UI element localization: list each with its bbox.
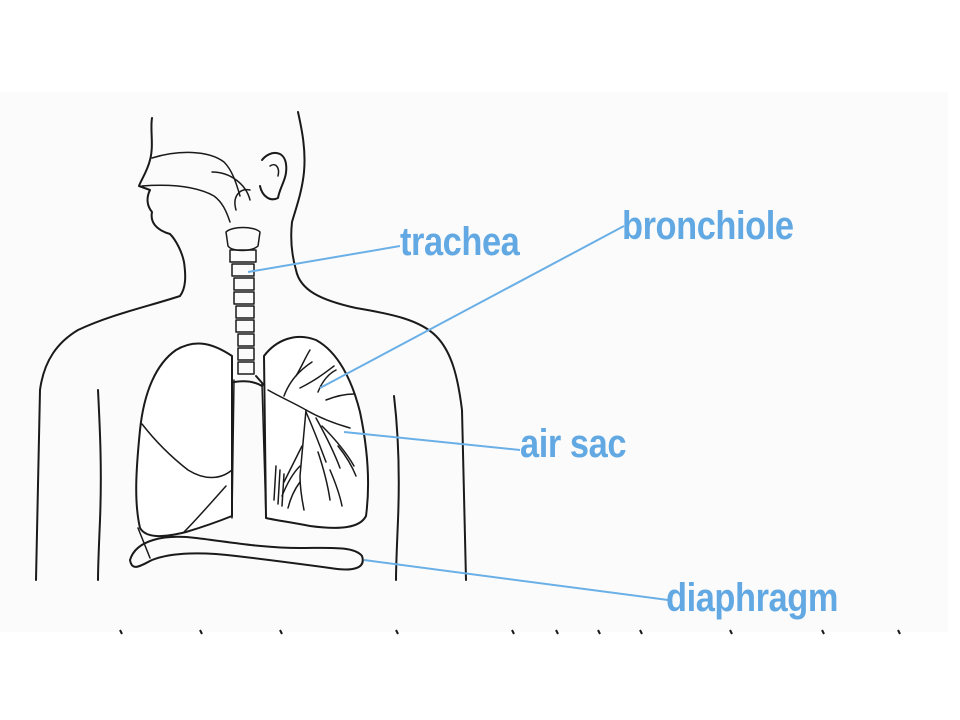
- left-lung-lobe: [141, 423, 233, 479]
- mouth-line: [141, 184, 231, 223]
- body-outline: [35, 117, 187, 581]
- diaphragm-shape: [129, 535, 364, 571]
- label-diaphragm: diaphragm: [666, 576, 838, 620]
- diaphragm-leader: [363, 559, 669, 601]
- mediastinum: [231, 379, 267, 519]
- label-trachea: trachea: [400, 220, 520, 264]
- nasal-passage: [211, 171, 251, 201]
- air-sac-leader: [343, 431, 521, 451]
- right-arm-line: [393, 395, 400, 581]
- trachea-rings: [225, 188, 261, 375]
- ear-inner: [269, 164, 280, 177]
- label-air-sac: air sac: [520, 422, 627, 466]
- diagram-panel: [0, 92, 948, 632]
- bronchial-tree: [267, 349, 357, 511]
- left-lung: [135, 342, 233, 538]
- trachea-leader: [247, 245, 401, 273]
- label-bronchiole: bronchiole: [622, 204, 794, 248]
- left-lower-line: [137, 485, 227, 559]
- left-arm-line: [97, 389, 102, 581]
- bronchiole-leader: [319, 225, 625, 389]
- ear: [259, 152, 288, 201]
- body-outline-right: [290, 111, 467, 581]
- face-profile: [151, 151, 241, 197]
- bottom-tick-marks: [119, 629, 901, 635]
